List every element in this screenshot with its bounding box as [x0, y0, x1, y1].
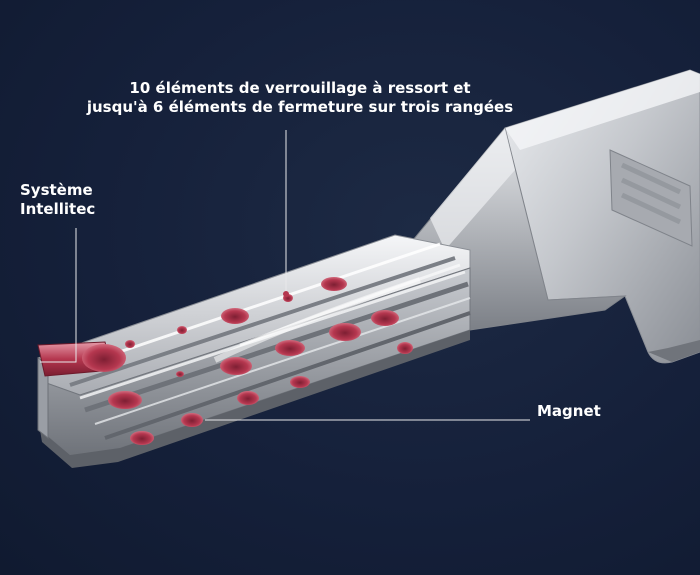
dimple: [329, 323, 361, 341]
dimple: [275, 340, 305, 356]
dimple: [290, 376, 310, 388]
dimple: [321, 277, 347, 291]
dimple: [237, 391, 259, 405]
key-head: [504, 69, 700, 364]
leader-intellitec: [40, 228, 77, 363]
dimple: [220, 357, 252, 375]
dimple: [177, 326, 187, 334]
dimple: [176, 371, 184, 377]
intellitec-callout: Système Intellitec: [20, 181, 95, 219]
dimple: [181, 413, 203, 427]
leader-locking-dot: [283, 291, 289, 297]
dimple: [371, 310, 399, 326]
magnet-callout: Magnet: [537, 402, 601, 420]
locking-dimples: [108, 277, 413, 445]
locking-elements-callout: 10 éléments de verrouillage à ressort et…: [60, 79, 540, 117]
key-blade: [37, 234, 471, 468]
intellitec-line-1: Système: [20, 181, 93, 199]
dimple: [130, 431, 154, 445]
locking-elements-line-1: 10 éléments de verrouillage à ressort et: [129, 79, 471, 97]
intellitec-line-2: Intellitec: [20, 200, 96, 218]
dimple: [108, 391, 142, 409]
dimple: [125, 340, 135, 348]
dimple: [397, 342, 413, 354]
dimple: [221, 308, 249, 324]
callout-lines: [40, 130, 530, 421]
brand-emboss: [609, 149, 693, 247]
intellitec-element: [37, 341, 126, 377]
locking-elements-line-2: jusqu'à 6 éléments de fermeture sur troi…: [86, 98, 514, 116]
